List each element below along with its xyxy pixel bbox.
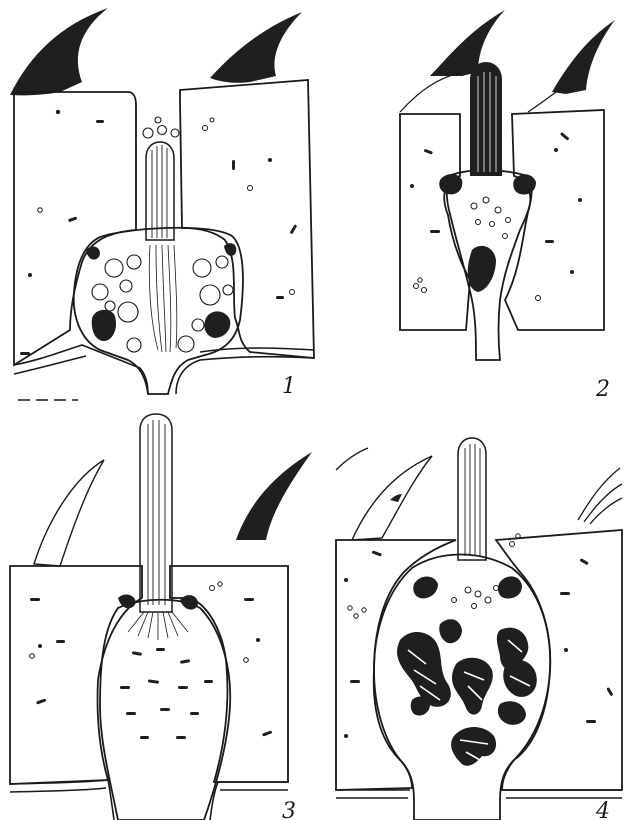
cuticle-hook-left <box>10 8 108 95</box>
panel-number-3: 3 <box>282 799 296 820</box>
epidermis-left <box>14 92 136 365</box>
panel-number-1: 1 <box>282 374 296 399</box>
cuticle-hook-right <box>552 20 615 94</box>
cuticle-hook-right <box>210 12 302 83</box>
panel-number-2: 2 <box>595 377 610 402</box>
cuticle-hook <box>236 452 312 540</box>
sensory-process <box>458 438 486 560</box>
epidermis <box>400 114 470 330</box>
panel-number-4: 4 <box>595 799 610 820</box>
panel-3: 3 <box>10 414 312 820</box>
sensory-process <box>470 62 502 176</box>
epidermis-right <box>180 80 314 358</box>
panel-4: 4 <box>336 438 622 820</box>
sensory-process <box>140 414 172 612</box>
panel-2: 2 <box>400 10 615 402</box>
panel-1: 1 <box>10 8 314 400</box>
sensory-process <box>146 142 174 240</box>
